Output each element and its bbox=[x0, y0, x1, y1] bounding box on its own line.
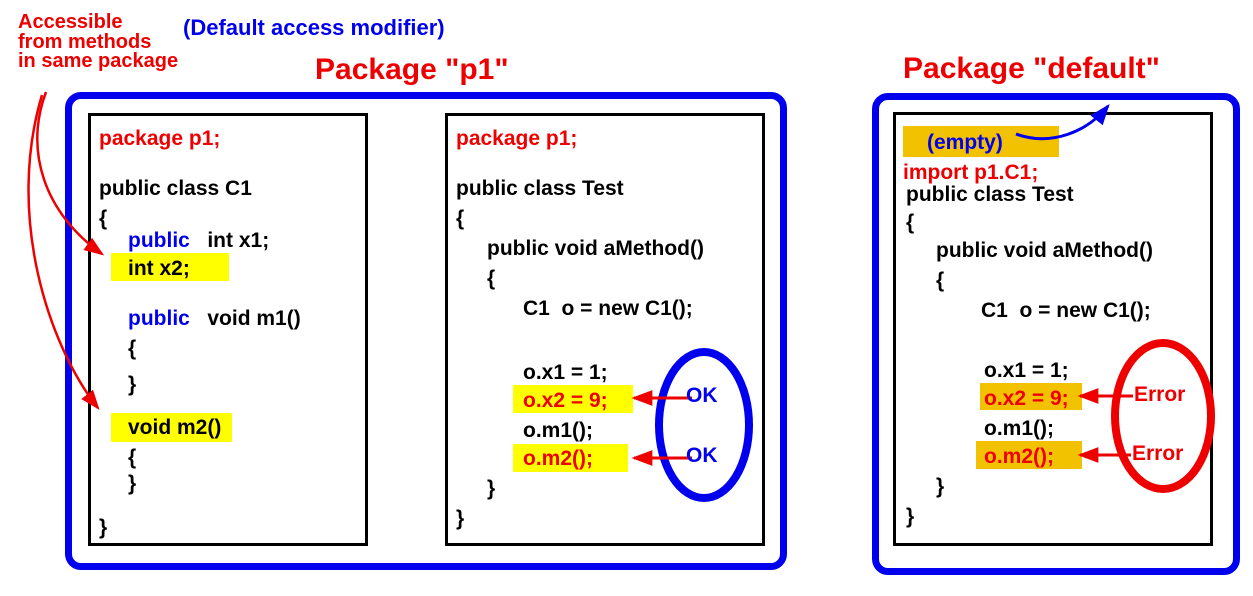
code-line: o.x1 = 1; bbox=[984, 359, 1069, 382]
code-line: { bbox=[906, 211, 915, 234]
highlight-yellow bbox=[111, 253, 229, 281]
code-line: o.m1(); bbox=[984, 417, 1054, 440]
code-line: { bbox=[456, 207, 465, 230]
code-line: (empty) bbox=[927, 131, 1003, 154]
package-default-border bbox=[872, 93, 1240, 575]
code-line: public class Test bbox=[906, 183, 1074, 206]
code-line: o.x2 = 9; bbox=[523, 389, 608, 412]
code-line: } bbox=[456, 507, 465, 530]
highlight-yellow bbox=[513, 385, 633, 413]
code-box-class-c1: package p1; public class C1 { public int x1… bbox=[88, 113, 368, 546]
code-line: o.x1 = 1; bbox=[523, 361, 608, 384]
code-line: public void m1() bbox=[128, 307, 301, 330]
ok-label-2: OK bbox=[686, 444, 718, 467]
package-default-title: Package "default" bbox=[903, 52, 1160, 85]
accessible-note-line: Accessible bbox=[18, 11, 123, 33]
accessible-note: Accessible from methods in same package bbox=[18, 11, 179, 72]
code-line: { bbox=[128, 337, 137, 360]
code-line: } bbox=[906, 505, 915, 528]
code-line: public void aMethod() bbox=[936, 239, 1153, 262]
code-box-class-test-p1: package p1; public class Test { public void… bbox=[445, 113, 765, 546]
error-label-1: Error bbox=[1134, 383, 1186, 406]
ok-label-1: OK bbox=[686, 384, 718, 407]
code-line: public class C1 bbox=[99, 177, 252, 200]
default-access-note: (Default access modifier) bbox=[183, 15, 445, 40]
code-line: } bbox=[487, 477, 496, 500]
code-line: { bbox=[487, 267, 496, 290]
code-line: C1 o = new C1(); bbox=[981, 299, 1151, 322]
code-line: o.x2 = 9; bbox=[984, 387, 1069, 410]
code-line: package p1; bbox=[99, 127, 221, 150]
code-line: public class Test bbox=[456, 177, 624, 200]
code-line: o.m2(); bbox=[984, 445, 1054, 468]
accessible-note-line: from methods bbox=[18, 30, 152, 53]
code-line: C1 o = new C1(); bbox=[523, 297, 693, 320]
code-line: o.m2(); bbox=[523, 447, 593, 470]
code-line: } bbox=[99, 516, 108, 539]
code-line: } bbox=[128, 373, 137, 396]
package-p1-title: Package "p1" bbox=[315, 53, 509, 86]
code-line: o.m1(); bbox=[523, 419, 593, 442]
code-line: import p1.C1; bbox=[903, 161, 1039, 184]
code-line: void m2() bbox=[128, 416, 222, 439]
highlight-yellow bbox=[111, 413, 232, 442]
highlight-yellow bbox=[513, 444, 628, 472]
code-line: { bbox=[99, 207, 108, 230]
code-line: public void aMethod() bbox=[487, 237, 704, 260]
code-line: { bbox=[128, 446, 137, 469]
code-box-class-test-default: (empty) import p1.C1;public class Test { pu… bbox=[893, 112, 1213, 546]
code-line: { bbox=[936, 269, 945, 292]
code-line: int x2; bbox=[128, 257, 190, 280]
code-line: package p1; bbox=[456, 127, 578, 150]
code-line: } bbox=[936, 475, 945, 498]
highlight-gold bbox=[976, 441, 1082, 469]
error-label-2: Error bbox=[1132, 442, 1184, 465]
code-line: public int x1; bbox=[128, 229, 270, 252]
highlight-gold bbox=[980, 383, 1082, 410]
code-line: } bbox=[128, 472, 137, 495]
accessible-note-line: in same package bbox=[18, 50, 179, 72]
